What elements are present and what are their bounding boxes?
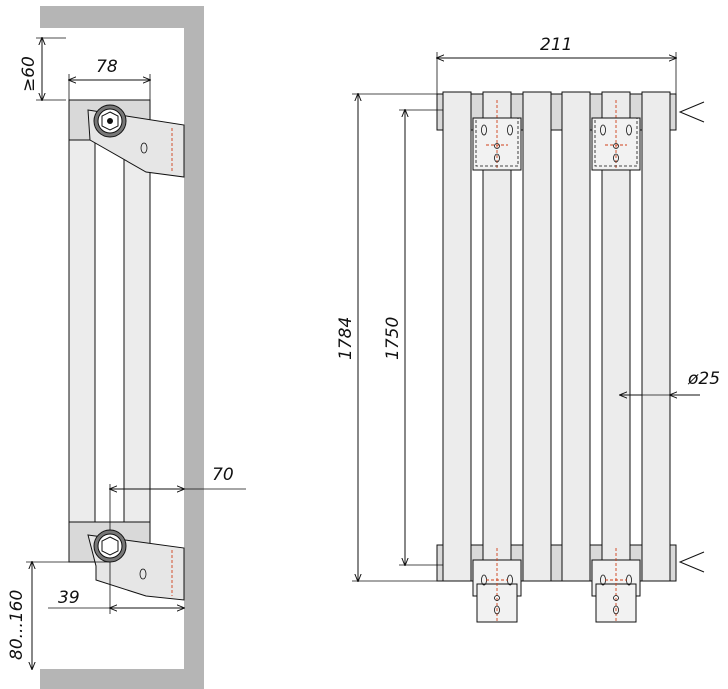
dim-floor-gap: 80...160: [7, 590, 27, 660]
dim-bracket-offset: 70: [212, 465, 234, 485]
tube-6: [641, 91, 671, 582]
wall: [40, 6, 204, 689]
bottom-bracket-hole: [139, 568, 147, 580]
tube-2: [482, 91, 512, 582]
front-top-bracket-right: [591, 100, 641, 171]
dim-depth: 78: [96, 57, 118, 77]
bottom-connection-arrow: [678, 551, 705, 573]
dim-height-total: 1784: [336, 317, 356, 360]
side-view: ≥60 78 70 39 80...160: [7, 6, 246, 689]
front-bottom-bracket-right: [591, 548, 641, 623]
dim-pipe-offset: 39: [58, 588, 80, 608]
top-connection-arrow: [678, 101, 705, 123]
top-bracket-hole: [140, 142, 148, 154]
tube-1: [442, 91, 472, 582]
tube-3: [522, 91, 552, 582]
bottom-valve: [93, 529, 127, 563]
front-tube: [68, 99, 96, 561]
top-valve: [93, 104, 127, 138]
front-top-bracket-left: [472, 100, 522, 171]
dim-width: 211: [540, 35, 572, 55]
tube-5: [601, 91, 631, 582]
tube-4: [561, 91, 591, 582]
dim-min-wall-gap: ≥60: [19, 56, 39, 92]
dim-tube-diameter: ø25: [687, 369, 720, 389]
front-bottom-bracket-left: [472, 548, 522, 623]
front-view: 211 1784 1750 ø25: [336, 35, 720, 623]
dim-height-axis: 1750: [383, 317, 403, 360]
